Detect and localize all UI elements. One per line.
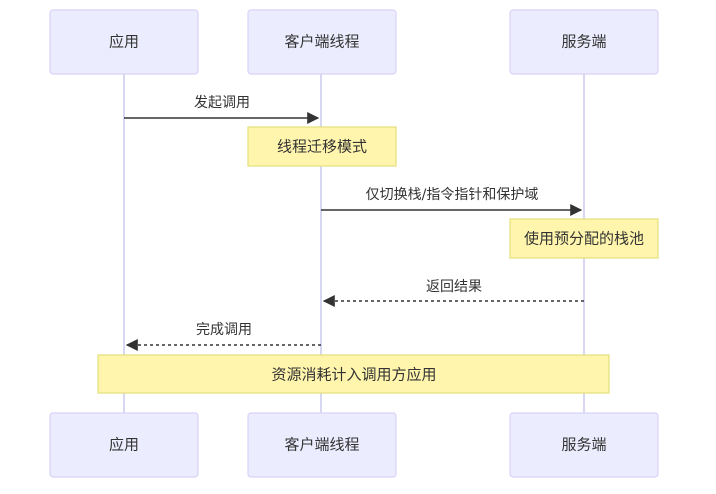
participant-app-bottom-label: 应用 [109,436,139,454]
participant-server-bottom-label: 服务端 [561,436,606,454]
participant-server-top-label: 服务端 [561,33,606,51]
participant-client-bottom: 客户端线程 [247,412,397,478]
message-call-complete: 完成调用 [125,322,321,351]
note-stack-pool: 使用预分配的栈池 [509,218,659,259]
participant-app-bottom: 应用 [49,412,199,478]
participant-client-bottom-label: 客户端线程 [284,436,359,454]
participant-client-top-label: 客户端线程 [284,33,359,51]
note-resource-accounting: 资源消耗计入调用方应用 [97,354,610,394]
message-initiate-call-label: 发起调用 [194,95,250,111]
note-thread-migration: 线程迁移模式 [247,126,397,167]
participant-app-top: 应用 [49,9,199,75]
message-initiate-call: 发起调用 [124,95,320,124]
participant-client-top: 客户端线程 [247,9,397,75]
participant-app-top-label: 应用 [109,33,139,51]
message-switch-stack-label: 仅切换栈/指令指针和保护域 [366,186,539,203]
participant-server-top: 服务端 [509,9,659,75]
message-return-result: 返回结果 [322,279,584,307]
message-switch-stack: 仅切换栈/指令指针和保护域 [321,186,583,216]
note-stack-pool-label: 使用预分配的栈池 [524,230,644,248]
participant-server-bottom: 服务端 [509,412,659,478]
message-call-complete-label: 完成调用 [196,322,252,338]
note-thread-migration-label: 线程迁移模式 [277,138,367,156]
note-resource-accounting-label: 资源消耗计入调用方应用 [271,366,436,384]
message-return-result-label: 返回结果 [426,279,482,295]
